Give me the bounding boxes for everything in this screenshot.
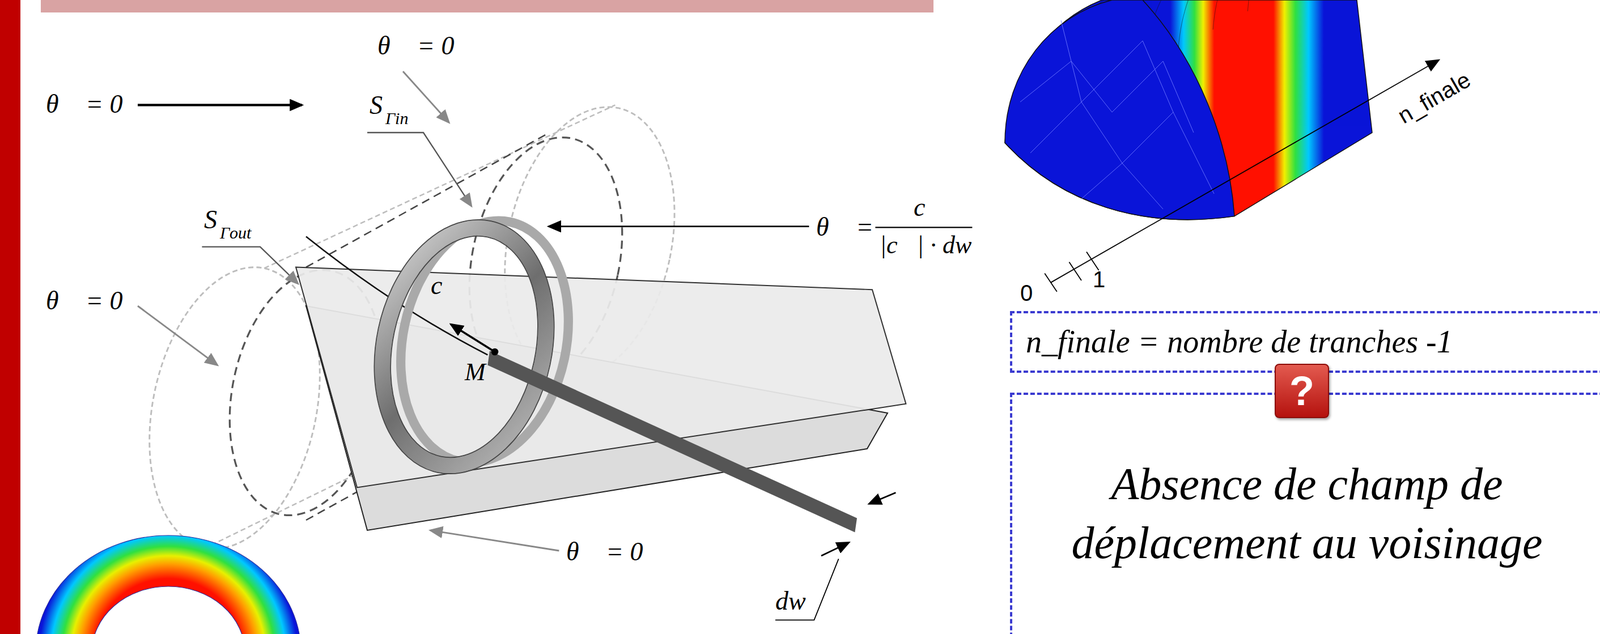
dimension-line	[1050, 60, 1439, 283]
math-label: θ⃗ =	[816, 212, 874, 243]
ring	[361, 212, 568, 482]
math-label: θ⃗ = 0⃗	[377, 31, 475, 62]
half-ring	[35, 535, 301, 634]
ring-edge	[371, 222, 558, 472]
math-label: θ⃗ = 0⃗	[45, 89, 143, 120]
note-box: Absence de champ de déplacement au voisi…	[1009, 392, 1600, 634]
math-label: θ⃗ = 0⃗	[45, 286, 143, 317]
question-mark: ?	[1289, 370, 1315, 412]
dw-arrow	[821, 542, 850, 557]
dimension-tick	[1068, 262, 1082, 281]
leader-arrow	[137, 306, 218, 366]
leader-arrow	[430, 530, 560, 551]
half-cylinder	[1004, 0, 1373, 220]
side-bar	[0, 0, 21, 634]
math-label: S	[204, 205, 218, 236]
ring-edge	[351, 202, 577, 491]
front-strip	[487, 350, 857, 533]
math-label: S	[369, 90, 383, 121]
slice-number: 1	[1092, 266, 1106, 293]
leader-line	[201, 247, 298, 284]
point-m	[491, 348, 499, 356]
cylinder-face	[1004, 0, 1235, 220]
question-icon: ?	[1274, 363, 1330, 419]
note-text: Absence de champ de déplacement au voisi…	[1023, 454, 1591, 573]
math-label: c⃗	[430, 270, 463, 301]
top-bar	[40, 0, 934, 13]
leader-arrow	[548, 225, 809, 228]
math-label: c⃗	[913, 192, 946, 223]
vector-c	[451, 324, 495, 352]
leader-line	[775, 558, 839, 621]
fraction-bar	[875, 226, 973, 228]
leader-arrow	[137, 103, 303, 106]
subscript: Γout	[219, 223, 252, 244]
math-label: |c⃗| · dw	[879, 231, 972, 261]
dimension-label: dw	[775, 586, 806, 617]
face-mesh	[1020, 20, 1215, 210]
note-text: n_finale = nombre de tranches -1	[1025, 321, 1593, 363]
leader-arrow	[402, 71, 449, 123]
math-label: θ⃗ = 0⃗	[566, 537, 664, 568]
point-label: M	[464, 358, 486, 388]
slice-number: 0	[1020, 279, 1033, 307]
leader-line	[367, 132, 472, 207]
dimension-tick	[1044, 273, 1058, 292]
slice-number: n_finale	[1393, 66, 1475, 129]
dw-arrow	[869, 492, 897, 504]
subscript: Γin	[385, 108, 409, 129]
